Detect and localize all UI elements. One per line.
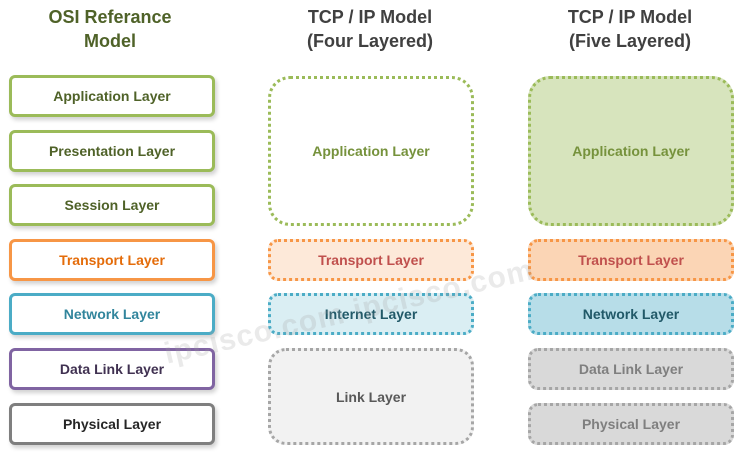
osi-network-layer: Network Layer [9, 293, 215, 335]
tcp5-network-layer: Network Layer [528, 293, 734, 335]
osi-session-layer: Session Layer [9, 184, 215, 226]
osi-data-link-layer: Data Link Layer [9, 348, 215, 390]
tcp5-transport-layer: Transport Layer [528, 239, 734, 281]
tcp5-title-line1: TCP / IP Model [567, 7, 693, 27]
osi-transport-layer: Transport Layer [9, 239, 215, 281]
tcp5-model-title: TCP / IP Model (Five Layered) [520, 5, 740, 53]
tcp5-title-line2: (Five Layered) [568, 31, 692, 51]
tcp4-internet-layer: Internet Layer [268, 293, 474, 335]
osi-application-layer: Application Layer [9, 75, 215, 117]
osi-physical-layer: Physical Layer [9, 403, 215, 445]
osi-presentation-layer: Presentation Layer [9, 130, 215, 172]
tcp5-application-layer: Application Layer [528, 76, 734, 226]
osi-title-line2: Model [84, 31, 136, 51]
tcp4-application-layer: Application Layer [268, 76, 474, 226]
osi-model-title: OSI Referance Model [0, 5, 220, 53]
osi-title-line1: OSI Referance [48, 7, 172, 27]
tcp4-title-line2: (Four Layered) [306, 31, 434, 51]
tcp4-model-title: TCP / IP Model (Four Layered) [260, 5, 480, 53]
tcp5-physical-layer: Physical Layer [528, 403, 734, 445]
tcp4-link-layer: Link Layer [268, 348, 474, 445]
tcp5-data-link-layer: Data Link Layer [528, 348, 734, 390]
tcp4-transport-layer: Transport Layer [268, 239, 474, 281]
tcp4-title-line1: TCP / IP Model [307, 7, 433, 27]
